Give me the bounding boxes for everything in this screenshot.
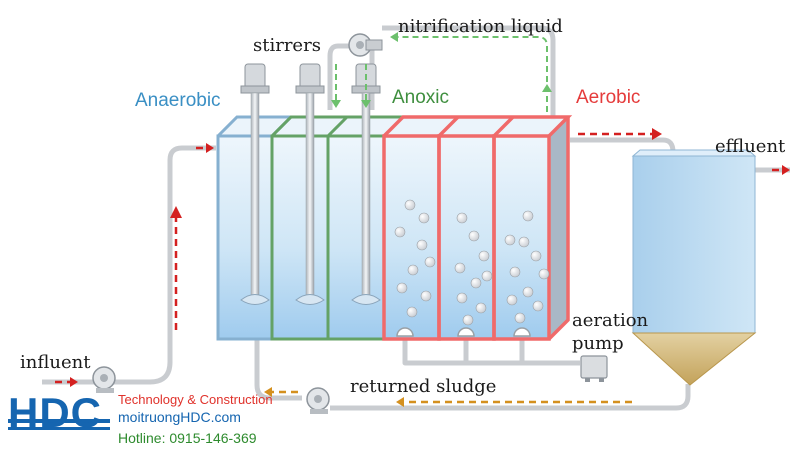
stirrer-2 <box>295 63 325 305</box>
anoxic-zone-label: Anoxic <box>392 87 450 108</box>
influent-label: influent <box>20 352 91 373</box>
returned-sludge-pipe <box>330 384 691 411</box>
aerobic-zone-label: Aerobic <box>576 87 641 108</box>
brand-tagline: Technology & Construction <box>118 392 273 407</box>
stirrers <box>240 63 381 305</box>
returned-sludge-label: returned sludge <box>350 376 497 397</box>
nitrification-pipe-left <box>327 43 350 110</box>
sludge-hopper <box>631 332 757 386</box>
logo-graphic <box>8 419 110 430</box>
nitrification-flow-arrows <box>335 36 548 112</box>
return-flow-arrowheads <box>264 387 404 407</box>
main-flow-arrowheads <box>70 128 790 387</box>
effluent-label: effluent <box>715 136 786 157</box>
aeration-pump <box>580 355 608 382</box>
brand-website: moitruongHDC.com <box>118 409 241 425</box>
returned-sludge-riser <box>254 340 302 401</box>
influent-pipe <box>42 145 216 385</box>
aeration-pump-label-line1: aeration <box>572 310 649 331</box>
return-flow-arrows <box>272 390 632 404</box>
nitrification-flow-arrowheads <box>331 32 552 108</box>
stirrers-label: stirrers <box>253 35 321 56</box>
aerobic-compartments <box>382 115 573 341</box>
nitrification-pipe-top <box>382 25 556 120</box>
nitrification-liquid-label: nitrification liquid <box>398 16 563 37</box>
nitrification-pump <box>348 33 383 57</box>
main-flow-arrows <box>55 132 782 384</box>
hdc-logo-text: HDC <box>8 389 102 436</box>
sludge-return-pump <box>306 387 330 414</box>
anaerobic-zone-label: Anaerobic <box>135 90 221 111</box>
pipe-network <box>42 25 790 411</box>
air-branches <box>463 340 525 363</box>
stirrer-1 <box>240 63 270 305</box>
influent-pump <box>92 366 116 393</box>
brand-hotline: Hotline: 0915-146-369 <box>118 430 257 446</box>
aeration-pump-label-line2: pump <box>572 333 624 354</box>
air-bubbles <box>394 199 550 326</box>
diffusers <box>396 327 531 337</box>
reactor-tank <box>216 115 573 341</box>
settling-tank <box>631 149 757 386</box>
air-manifold <box>402 340 580 366</box>
